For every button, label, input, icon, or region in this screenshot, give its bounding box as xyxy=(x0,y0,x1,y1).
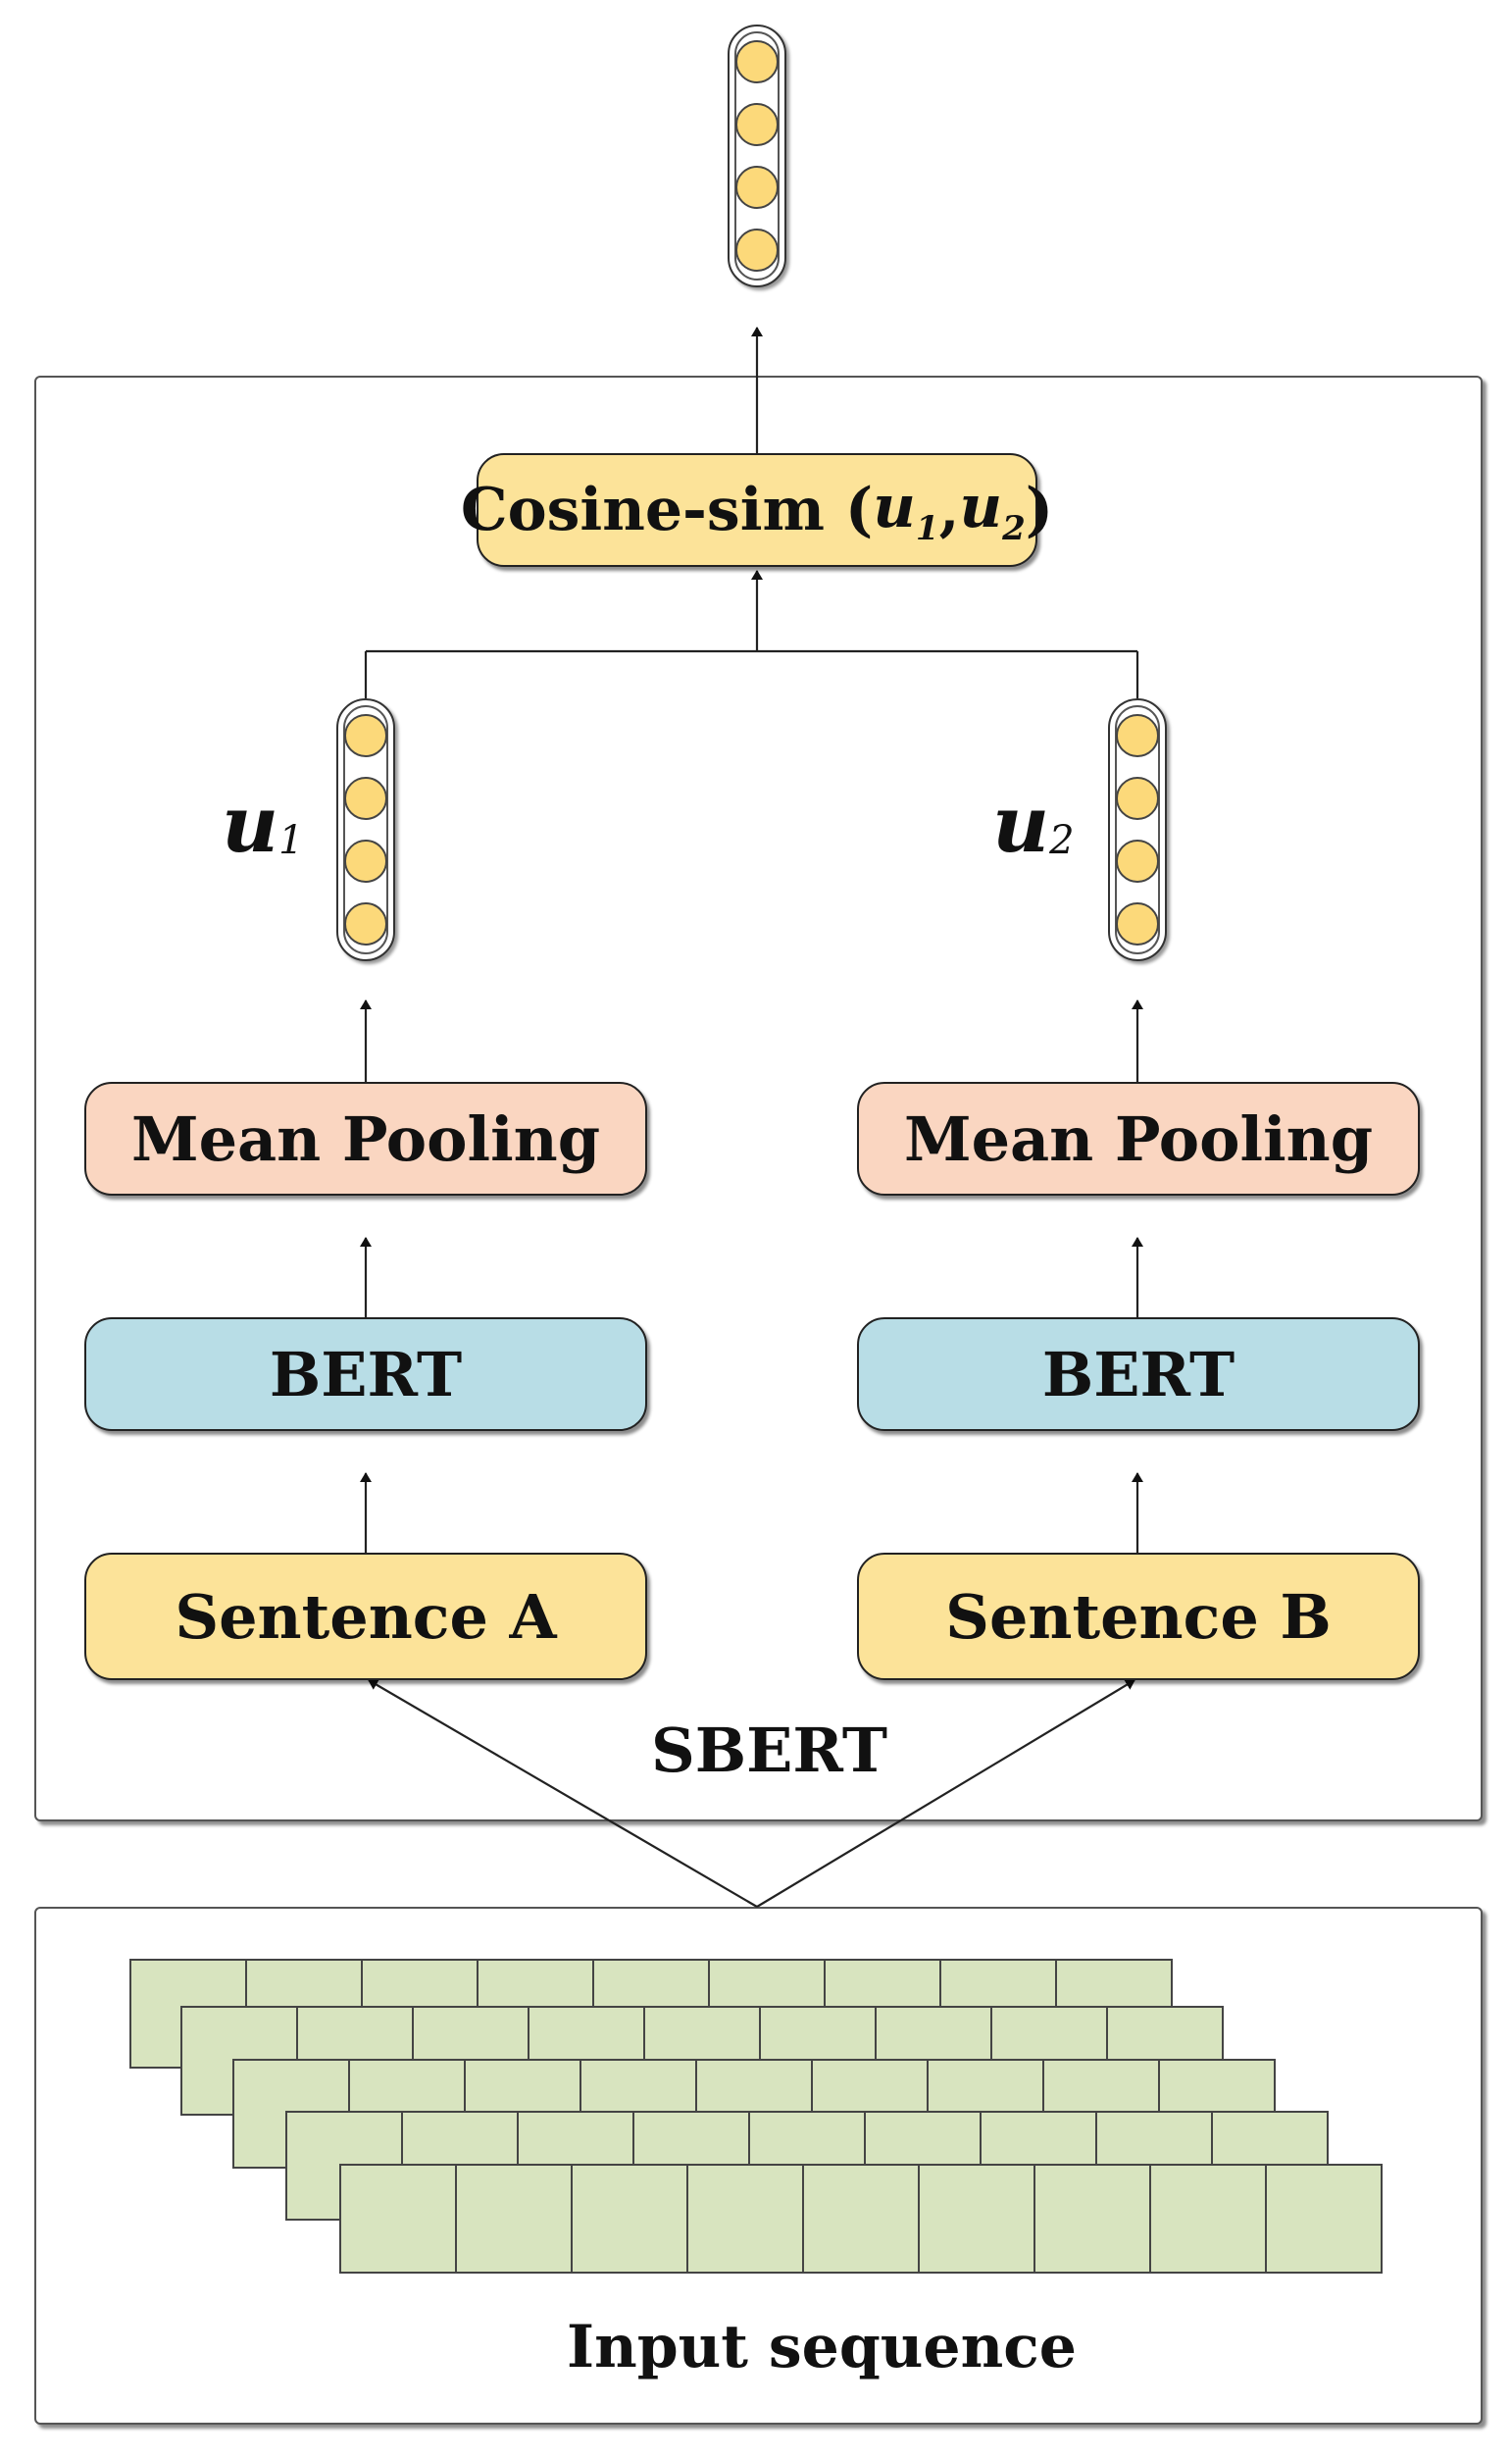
left-mean-pooling-box: Mean Pooling xyxy=(84,1082,647,1196)
cosine-suffix: ) xyxy=(1025,476,1054,544)
vector-unit xyxy=(344,777,387,820)
sequence-cell xyxy=(455,2164,573,2274)
sequence-cell xyxy=(686,2164,804,2274)
sequence-cell xyxy=(1033,2164,1151,2274)
vector-unit xyxy=(344,902,387,946)
cosine-u2: u xyxy=(959,472,1003,541)
cosine-u1-sub: 1 xyxy=(915,508,939,548)
vector-unit xyxy=(1116,714,1159,757)
cosine-u2-sub: 2 xyxy=(1002,508,1026,548)
cosine-comma: , xyxy=(938,476,960,544)
u1-vector xyxy=(336,698,395,961)
left-mean-pooling-label: Mean Pooling xyxy=(130,1102,601,1175)
sequence-cell xyxy=(339,2164,457,2274)
input-sequence-label: Input sequence xyxy=(567,2313,1077,2381)
cosine-prefix: Cosine-sim ( xyxy=(460,476,874,544)
sbert-label: SBERT xyxy=(651,1715,888,1786)
cosine-u1: u xyxy=(873,472,916,541)
left-bert-box: BERT xyxy=(84,1317,647,1431)
right-bert-box: BERT xyxy=(857,1317,1420,1431)
sequence-cell xyxy=(802,2164,920,2274)
sentence-b-box: Sentence B xyxy=(857,1553,1420,1680)
vector-unit xyxy=(735,40,779,83)
input-sequence-grid xyxy=(129,1959,1383,2274)
vector-unit xyxy=(1116,777,1159,820)
vector-unit xyxy=(735,103,779,146)
sentence-b-label: Sentence B xyxy=(945,1580,1332,1653)
u1-label: u1 xyxy=(222,778,304,870)
vector-unit xyxy=(735,229,779,272)
right-mean-pooling-label: Mean Pooling xyxy=(903,1102,1374,1175)
vector-unit xyxy=(344,840,387,883)
right-bert-label: BERT xyxy=(1041,1338,1235,1410)
cosine-sim-box: Cosine-sim (u1,u2) xyxy=(461,453,1053,567)
u2-vector xyxy=(1108,698,1167,961)
sequence-cell xyxy=(918,2164,1035,2274)
vector-unit xyxy=(735,166,779,209)
u2-label: u2 xyxy=(992,778,1075,870)
sequence-cell xyxy=(1265,2164,1383,2274)
vector-unit xyxy=(344,714,387,757)
sequence-cell xyxy=(1149,2164,1267,2274)
sentence-a-box: Sentence A xyxy=(84,1553,647,1680)
sequence-cell xyxy=(571,2164,688,2274)
right-mean-pooling-box: Mean Pooling xyxy=(857,1082,1420,1196)
vector-unit xyxy=(1116,840,1159,883)
output-vector xyxy=(728,25,786,287)
sentence-a-label: Sentence A xyxy=(175,1580,557,1653)
left-bert-label: BERT xyxy=(269,1338,463,1410)
vector-unit xyxy=(1116,902,1159,946)
